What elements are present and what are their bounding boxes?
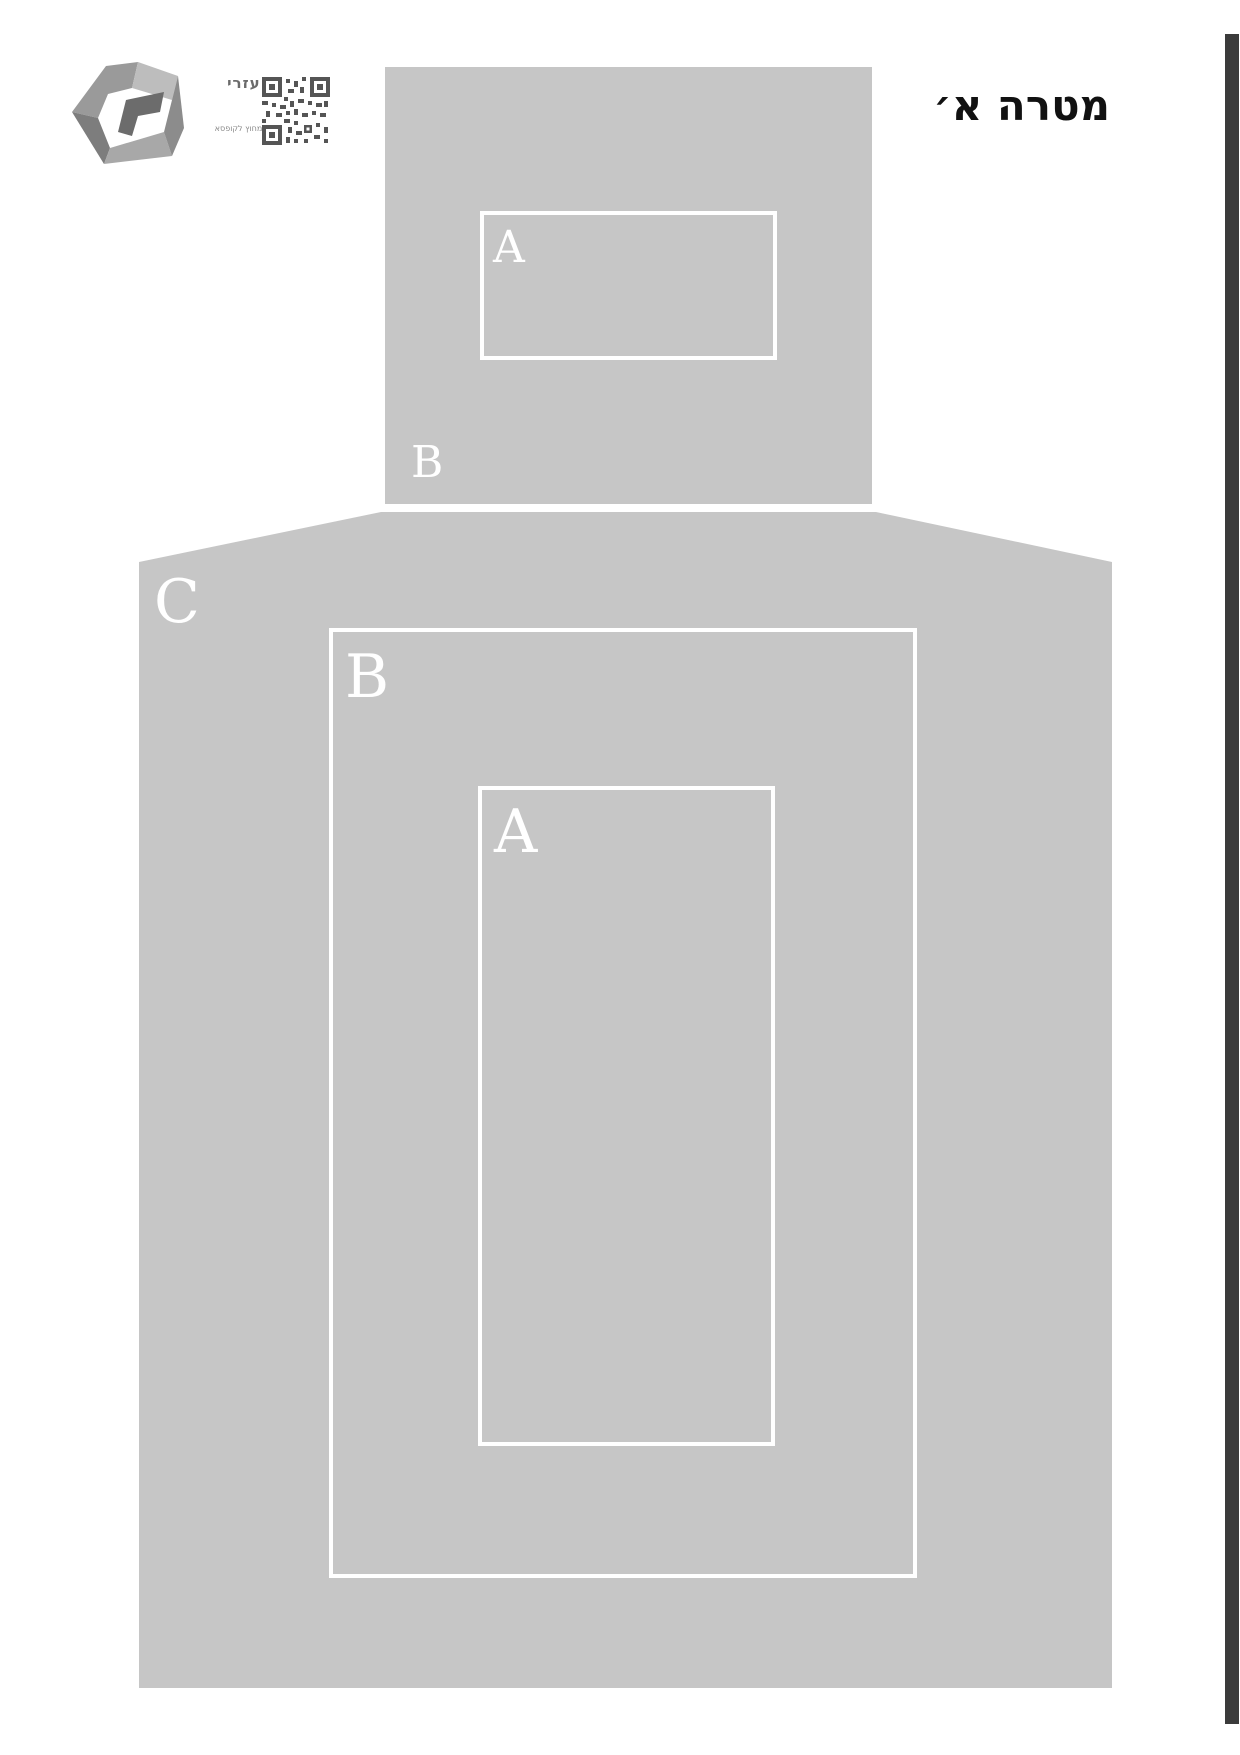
torso-zone-b-label: B: [345, 642, 389, 712]
page-edge-bar: [1225, 34, 1239, 1724]
torso-zone-b: [329, 628, 917, 1578]
head-zone-a-label: A: [492, 222, 526, 273]
qr-code-icon: [262, 77, 330, 145]
torso-zone-c-label: C: [154, 567, 200, 637]
torso-zone-a-label: A: [493, 797, 538, 867]
torso-zone-a: [478, 786, 775, 1446]
torso-zone-c: [139, 512, 1112, 1688]
head-zone-b-label: B: [411, 437, 443, 488]
page-title: מטרה א׳: [933, 81, 1110, 130]
head-zone-b: [385, 67, 872, 504]
unit-logo-icon: [72, 62, 184, 164]
head-zone-a: [480, 211, 777, 360]
